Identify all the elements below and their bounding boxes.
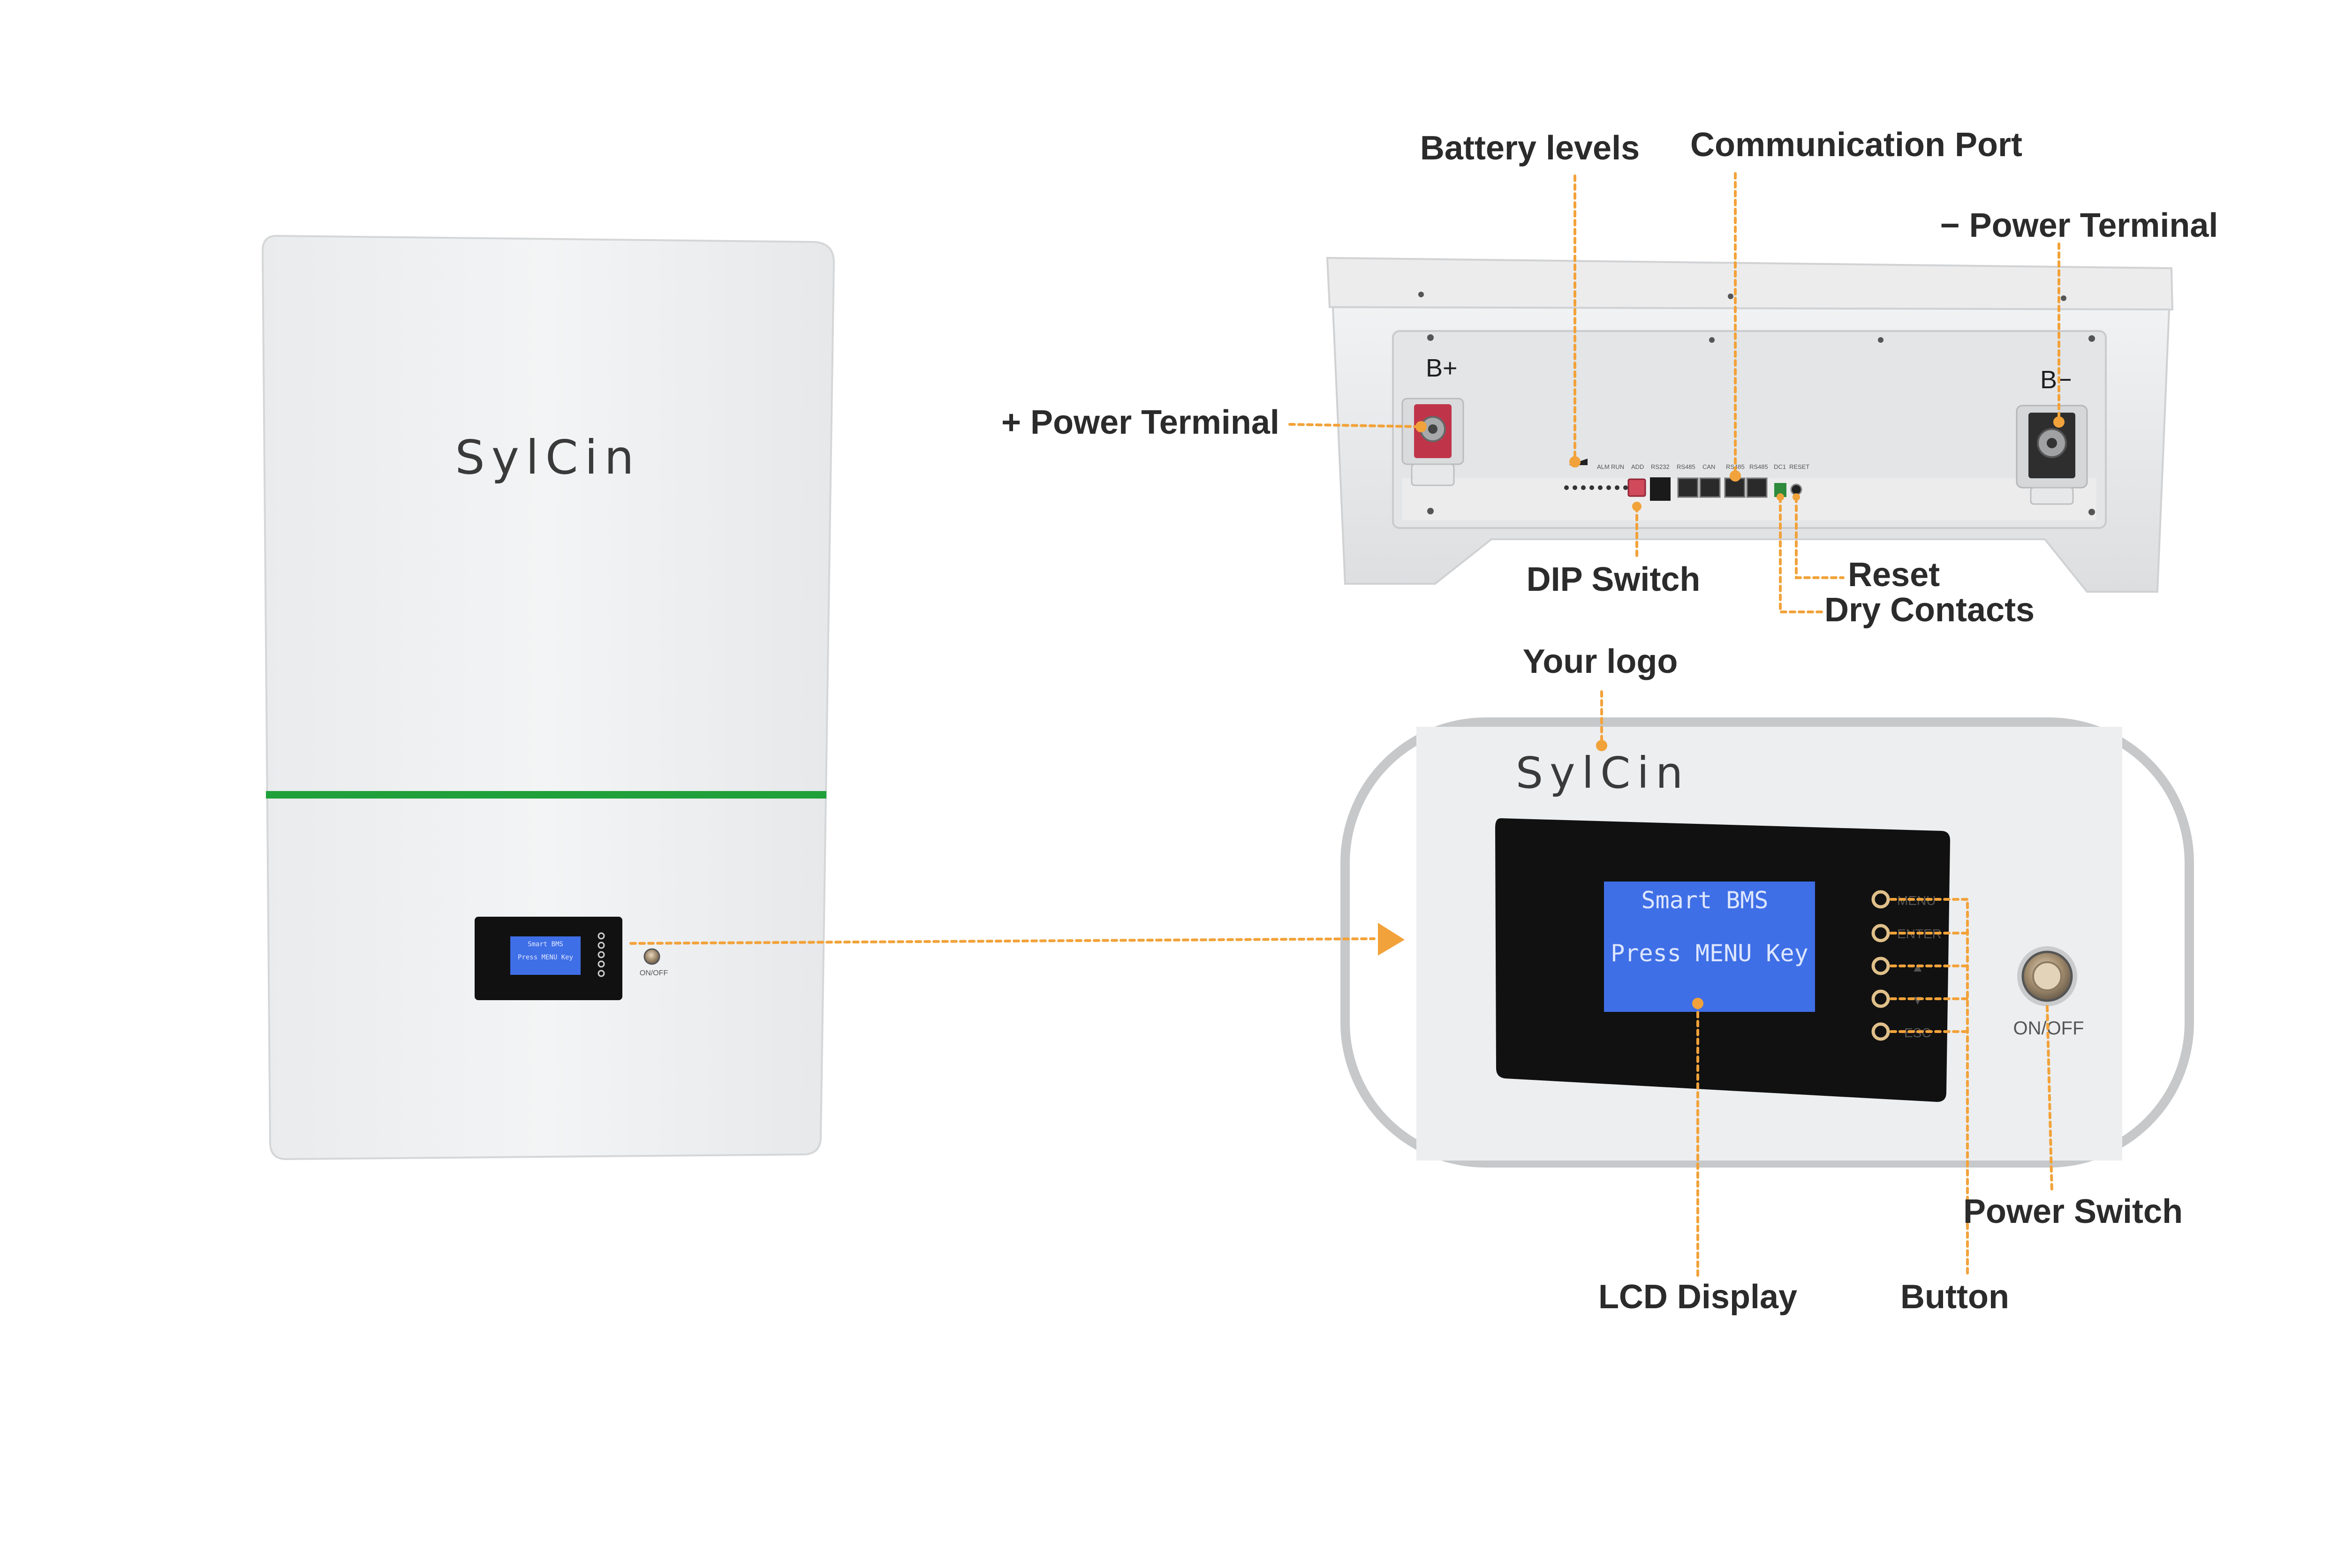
- front-unit-green-stripe: [266, 791, 826, 799]
- zoom-detail-view: SylCin Smart BMS Press MENU Key MENU ENT…: [1340, 717, 2194, 1168]
- front-esc-button[interactable]: [598, 970, 605, 977]
- port-label-strip: ALM RUN ADD RS232 RS485 CAN RS485 RS485 …: [1597, 463, 1809, 470]
- zoom-lcd-line2: Press MENU Key: [1611, 940, 1808, 967]
- b-plus-label: B+: [1426, 354, 1458, 382]
- front-up-button[interactable]: [598, 951, 605, 958]
- front-lcd-line1: Smart BMS: [528, 941, 563, 948]
- zoom-enter-button[interactable]: [1871, 924, 1890, 942]
- front-unit-brand-logo: SylCin: [455, 430, 640, 485]
- port-panel-view: B+ B− ALM RUN ADD RS232 RS485 CAN RS485 …: [1326, 256, 2174, 593]
- port-label-rs485-a: RS485: [1677, 463, 1695, 470]
- b-minus-label: B−: [2040, 366, 2072, 394]
- port-label-add: ADD: [1631, 463, 1644, 470]
- front-battery-unit: SylCin Smart BMS Press MENU Key ON/OFF: [261, 234, 835, 1161]
- zoom-down-button[interactable]: [1871, 989, 1890, 1008]
- port-label-rs485-c: RS485: [1749, 463, 1768, 470]
- label-button: Button: [1900, 1278, 2009, 1316]
- label-minus-power-terminal: − Power Terminal: [1940, 207, 2218, 244]
- callout-leader-lines: [629, 172, 2060, 1277]
- label-your-logo: Your logo: [1523, 643, 1678, 680]
- label-communication-port: Communication Port: [1690, 126, 2022, 164]
- front-lcd-screen: [510, 936, 581, 975]
- rs232-port[interactable]: [1650, 477, 1671, 501]
- zoom-esc-button[interactable]: [1871, 1022, 1890, 1041]
- label-reset: Reset: [1848, 556, 1940, 594]
- port-label-alm: ALM: [1597, 463, 1610, 470]
- port-label-dc1: DC1: [1774, 463, 1786, 470]
- negative-power-terminal[interactable]: [2016, 405, 2088, 505]
- zoom-lcd-line1: Smart BMS: [1642, 887, 1769, 914]
- front-down-button[interactable]: [598, 960, 605, 968]
- positive-power-terminal[interactable]: [1401, 398, 1464, 486]
- zoom-brand-logo: SylCin: [1516, 748, 1690, 798]
- front-switch-label: ON/OFF: [640, 969, 668, 977]
- port-label-run: RUN: [1611, 463, 1624, 470]
- front-lcd-line2: Press MENU Key: [518, 954, 573, 961]
- front-menu-button[interactable]: [598, 932, 605, 940]
- front-power-switch[interactable]: [643, 948, 660, 965]
- port-label-reset: RESET: [1789, 463, 1809, 470]
- zoom-menu-button[interactable]: [1871, 890, 1890, 909]
- label-dip-switch: DIP Switch: [1527, 561, 1701, 598]
- front-unit-body: [261, 234, 835, 1161]
- label-dry-contacts: Dry Contacts: [1824, 591, 2035, 629]
- reset-button[interactable]: [1790, 483, 1802, 496]
- callout-labels: Battery levels Communication Port − Powe…: [1001, 126, 2218, 1316]
- port-label-rs232: RS232: [1651, 463, 1670, 470]
- zoom-lcd-screen: [1604, 882, 1815, 1012]
- battery-top-case: [1326, 256, 2174, 311]
- dip-switch[interactable]: [1627, 478, 1646, 497]
- label-power-switch: Power Switch: [1963, 1193, 2183, 1230]
- label-lcd-display: LCD Display: [1598, 1278, 1797, 1316]
- leader-dots: [1415, 416, 2065, 1009]
- zoom-power-switch[interactable]: [2017, 946, 2077, 1006]
- label-plus-power-terminal: + Power Terminal: [1001, 404, 1279, 441]
- front-enter-button[interactable]: [598, 942, 605, 949]
- port-label-can: CAN: [1702, 463, 1715, 470]
- zoom-arrowhead: [1378, 923, 1405, 956]
- case-screws: [1418, 292, 2095, 515]
- label-battery-levels: Battery levels: [1420, 129, 1640, 167]
- front-control-buttons: [598, 932, 605, 977]
- zoom-up-button[interactable]: [1871, 957, 1890, 975]
